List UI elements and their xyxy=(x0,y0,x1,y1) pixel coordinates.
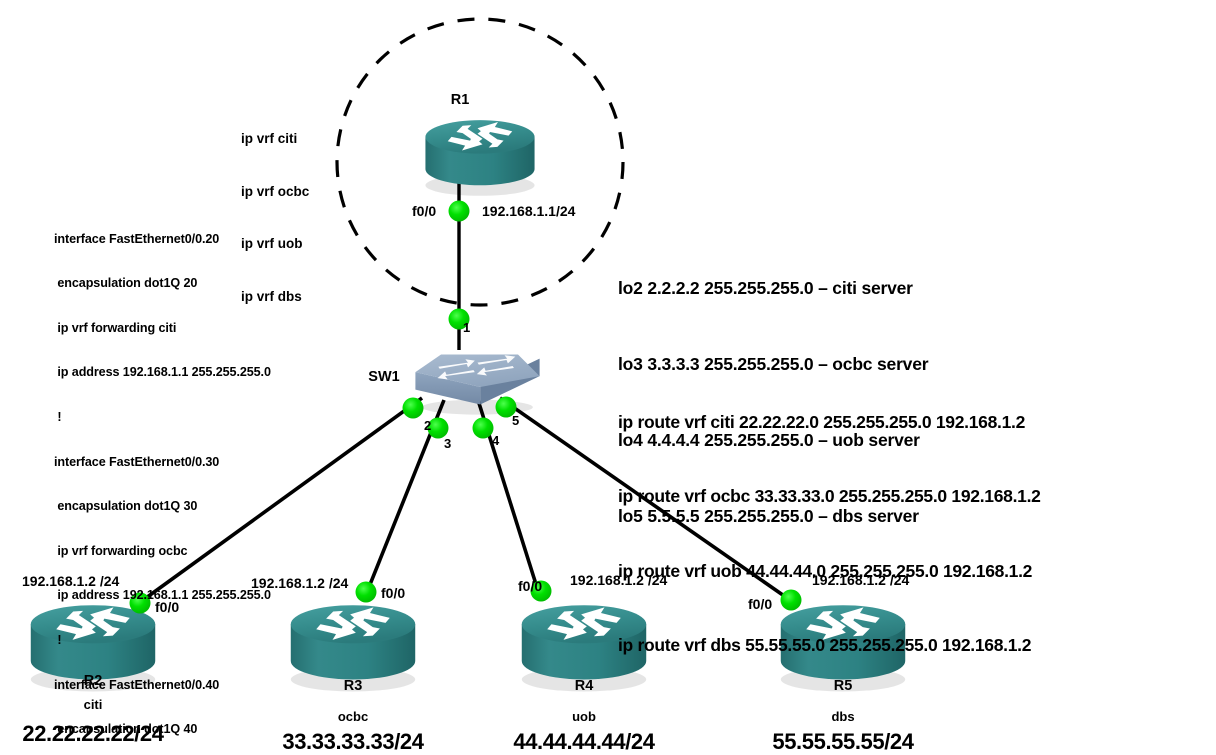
vrf-definition-config-block: ip vrf citi ip vrf ocbc ip vrf uob ip vr… xyxy=(241,95,309,341)
loopback-config-line: lo4 4.4.4.4 255.255.255.0 – uob server xyxy=(618,430,920,450)
interface-config-line: ip vrf forwarding citi xyxy=(54,320,177,335)
node-label-r2: R2 xyxy=(83,673,103,689)
vrf-config-line: ip vrf dbs xyxy=(241,289,302,305)
interface-config-line: encapsulation dot1Q 20 xyxy=(54,276,198,291)
route-config-line: ip route vrf uob 44.44.44.0 255.255.255.… xyxy=(618,560,1033,581)
interface-label-r3-f0-0: f0/0 xyxy=(381,585,406,601)
vrf-label-r4: uob xyxy=(572,709,596,724)
node-label-r3: R3 xyxy=(343,678,363,694)
interface-config-line: encapsulation dot1Q 40 xyxy=(54,722,198,737)
endpoint-dot-sw1-port2 xyxy=(402,397,424,419)
vrf-label-r3: ocbc xyxy=(337,709,369,724)
ip-label-r5: 192.168.1.2 /24 xyxy=(812,572,910,588)
interface-config-line: ip vrf forwarding ocbc xyxy=(54,543,188,558)
interface-config-line: ip address 192.168.1.1 255.255.255.0 xyxy=(54,588,271,603)
link-sw1-r3 xyxy=(363,399,446,598)
endpoint-dot-r1-f0-0 xyxy=(448,200,470,222)
node-label-r4: R4 xyxy=(574,678,594,694)
interface-config-line: encapsulation dot1Q 30 xyxy=(54,499,198,514)
port-label-sw1-3: 3 xyxy=(444,436,452,451)
link-sw1-r4 xyxy=(476,399,542,598)
interface-config-line: interface FastEthernet0/0.20 xyxy=(54,231,220,246)
loopback-server-config-block: lo2 2.2.2.2 255.255.255.0 – citi server … xyxy=(618,225,929,580)
vrf-boundary-circle xyxy=(335,17,625,307)
loopback-config-line: lo5 5.5.5.5 255.255.255.0 – dbs server xyxy=(618,506,919,527)
node-label-r5: R5 xyxy=(833,678,853,694)
interface-label-r1-f0-0: f0/0 xyxy=(412,203,437,219)
ip-label-r2: 192.168.1.2 /24 xyxy=(22,573,120,589)
endpoint-dot-sw1-port4 xyxy=(472,417,494,439)
port-label-sw1-1: 1 xyxy=(463,320,471,335)
port-label-sw1-4: 4 xyxy=(492,433,500,448)
vrf-config-line: ip vrf citi xyxy=(241,131,298,147)
switch-sw1-glyph xyxy=(415,354,540,415)
interface-config-line: ip address 192.168.1.1 255.255.255.0 xyxy=(54,365,271,380)
interface-config-line: ! xyxy=(54,632,62,647)
subinterface-config-block: interface FastEthernet0/0.20 encapsulati… xyxy=(54,202,271,755)
loopback-label-r4: 44.44.44.44/24 xyxy=(513,729,655,754)
interface-label-r5-f0-0: f0/0 xyxy=(748,596,773,612)
interface-label-r2-f0-0: f0/0 xyxy=(155,599,180,615)
loopback-config-line: lo2 2.2.2.2 255.255.255.0 – citi server xyxy=(618,277,913,298)
route-config-line: ip route vrf dbs 55.55.55.0 255.255.255.… xyxy=(618,635,1032,656)
loopback-label-r2: 22.22.22.22/24 xyxy=(22,721,164,746)
route-config-line: ip route vrf ocbc 33.33.33.0 255.255.255… xyxy=(618,486,1041,507)
port-label-sw1-5: 5 xyxy=(512,413,520,428)
node-label-r1: R1 xyxy=(450,92,470,108)
loopback-config-line: lo3 3.3.3.3 255.255.255.0 – ocbc server xyxy=(618,353,929,374)
endpoint-dot-r3-f0-0 xyxy=(355,581,377,603)
node-label-sw1: SW1 xyxy=(368,369,400,385)
router-r1-glyph xyxy=(425,120,535,196)
loopback-label-r5: 55.55.55.55/24 xyxy=(772,729,914,754)
ip-label-r1: 192.168.1.1/24 xyxy=(482,203,576,219)
interface-label-r4-f0-0: f0/0 xyxy=(518,578,543,594)
route-config-line: ip route vrf citi 22.22.22.0 255.255.255… xyxy=(618,411,1026,432)
vrf-label-r2: citi xyxy=(83,697,103,712)
interface-config-line: ! xyxy=(54,410,62,425)
loopback-label-r3: 33.33.33.33/24 xyxy=(282,729,424,754)
port-label-sw1-2: 2 xyxy=(424,418,432,433)
ip-label-r3: 192.168.1.2 /24 xyxy=(251,575,349,591)
interface-config-line: interface FastEthernet0/0.40 xyxy=(54,677,220,692)
vrf-config-line: ip vrf ocbc xyxy=(241,183,310,199)
ip-label-r4: 192.168.1.2 /24 xyxy=(570,572,668,588)
vrf-config-line: ip vrf uob xyxy=(241,236,303,252)
static-route-config-block: ip route vrf citi 22.22.22.0 255.255.255… xyxy=(618,360,1041,708)
vrf-label-r5: dbs xyxy=(831,709,855,724)
interface-config-line: interface FastEthernet0/0.30 xyxy=(54,454,220,469)
